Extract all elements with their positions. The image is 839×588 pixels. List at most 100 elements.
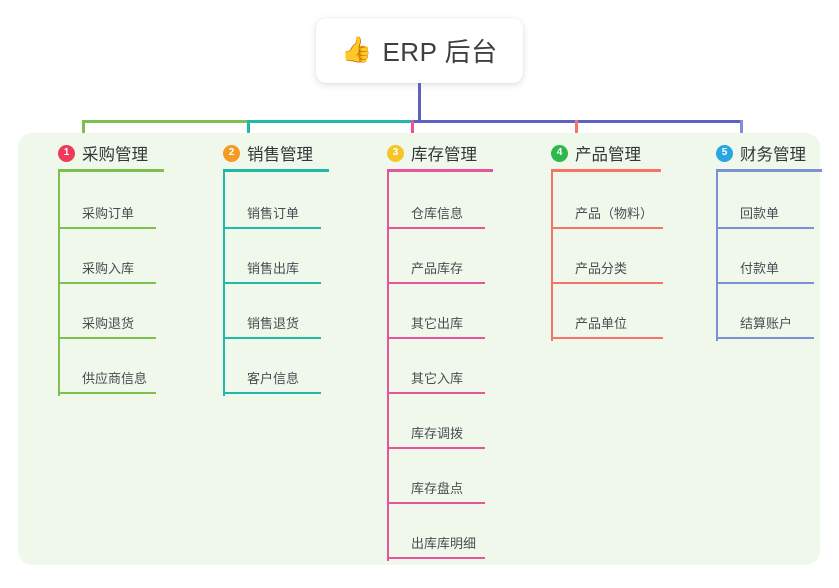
column-spine-4 — [551, 172, 553, 341]
column-spine-1 — [58, 172, 60, 396]
leaf-item-label: 采购订单 — [82, 206, 135, 221]
column-badge-1: 1 — [58, 144, 75, 162]
leaf-item-underline — [223, 337, 321, 339]
leaf-item-label: 销售订单 — [247, 206, 300, 221]
leaf-item-label: 库存调拨 — [411, 426, 464, 441]
leaf-item-underline — [223, 392, 321, 394]
column-underline-5 — [716, 169, 822, 172]
leaf-item[interactable]: 采购退货 — [58, 293, 170, 339]
leaf-item-label: 采购退货 — [82, 316, 135, 331]
leaf-item-label: 产品库存 — [411, 261, 464, 276]
column-badge-4: 4 — [551, 144, 568, 162]
leaf-item[interactable]: 供应商信息 — [58, 348, 170, 394]
leaf-item-underline — [58, 227, 156, 229]
leaf-item-label: 库存盘点 — [411, 481, 464, 496]
column-underline-2 — [223, 169, 329, 172]
leaf-item-label: 出库库明细 — [411, 536, 477, 551]
leaf-item[interactable]: 结算账户 — [716, 293, 828, 339]
root-node[interactable]: 👍 ERP 后台 — [316, 18, 523, 83]
leaf-item-label: 其它出库 — [411, 316, 464, 331]
leaf-item[interactable]: 其它出库 — [387, 293, 499, 339]
leaf-item-label: 回款单 — [740, 206, 780, 221]
bus-segment-middle — [247, 120, 413, 123]
leaf-item[interactable]: 付款单 — [716, 238, 828, 284]
column-header-5[interactable]: 5 财务管理 — [716, 141, 806, 165]
column-title-1: 采购管理 — [82, 146, 148, 164]
leaf-item-underline — [716, 337, 814, 339]
leaf-item-underline — [387, 227, 485, 229]
leaf-item[interactable]: 产品（物料） — [551, 183, 677, 229]
branch-panel: 1 采购管理采购订单采购入库采购退货供应商信息 2 销售管理销售订单销售出库销售退货客… — [18, 133, 822, 565]
leaf-item-underline — [58, 337, 156, 339]
leaf-item-underline — [551, 337, 663, 339]
column-underline-1 — [58, 169, 164, 172]
leaf-item[interactable]: 产品分类 — [551, 238, 677, 284]
drop-stub-4 — [575, 120, 578, 145]
leaf-item-underline — [551, 227, 663, 229]
column-badge-2: 2 — [223, 144, 240, 162]
drop-stub-2 — [247, 120, 250, 145]
leaf-item-label: 产品（物料） — [575, 206, 654, 221]
leaf-item-label: 结算账户 — [740, 316, 793, 331]
leaf-item-underline — [387, 557, 485, 559]
column-header-3[interactable]: 3 库存管理 — [387, 141, 477, 165]
leaf-item-underline — [58, 392, 156, 394]
column-title-5: 财务管理 — [740, 146, 806, 164]
leaf-item[interactable]: 库存调拨 — [387, 403, 499, 449]
leaf-item-label: 销售出库 — [247, 261, 300, 276]
leaf-item[interactable]: 销售出库 — [223, 238, 335, 284]
leaf-item-underline — [223, 227, 321, 229]
leaf-item[interactable]: 采购订单 — [58, 183, 170, 229]
leaf-item-underline — [387, 282, 485, 284]
root-title: ERP 后台 — [382, 37, 498, 67]
leaf-item[interactable]: 库存盘点 — [387, 458, 499, 504]
column-spine-2 — [223, 172, 225, 396]
leaf-item-label: 销售退货 — [247, 316, 300, 331]
column-title-4: 产品管理 — [575, 146, 641, 164]
drop-stub-3 — [411, 120, 414, 145]
leaf-item-label: 仓库信息 — [411, 206, 464, 221]
leaf-item-underline — [387, 337, 485, 339]
leaf-item[interactable]: 其它入库 — [387, 348, 499, 394]
leaf-item-label: 客户信息 — [247, 371, 300, 386]
leaf-item-underline — [387, 502, 485, 504]
column-title-3: 库存管理 — [411, 146, 477, 164]
leaf-item[interactable]: 采购入库 — [58, 238, 170, 284]
leaf-item-label: 产品分类 — [575, 261, 628, 276]
leaf-item[interactable]: 销售订单 — [223, 183, 335, 229]
drop-stub-5 — [740, 120, 743, 145]
column-title-2: 销售管理 — [247, 146, 313, 164]
leaf-item-underline — [387, 447, 485, 449]
leaf-item[interactable]: 出库库明细 — [387, 513, 499, 559]
column-underline-4 — [551, 169, 661, 172]
leaf-item[interactable]: 仓库信息 — [387, 183, 499, 229]
leaf-item-label: 其它入库 — [411, 371, 464, 386]
leaf-item-label: 采购入库 — [82, 261, 135, 276]
column-badge-3: 3 — [387, 144, 404, 162]
leaf-item-underline — [716, 227, 814, 229]
leaf-item-underline — [58, 282, 156, 284]
leaf-item-label: 付款单 — [740, 261, 780, 276]
leaf-item-label: 产品单位 — [575, 316, 628, 331]
leaf-item[interactable]: 产品库存 — [387, 238, 499, 284]
leaf-item[interactable]: 回款单 — [716, 183, 828, 229]
leaf-item-label: 供应商信息 — [82, 371, 148, 386]
drop-stub-1 — [82, 120, 85, 145]
thumbs-up-icon: 👍 — [341, 36, 373, 64]
leaf-item-underline — [551, 282, 663, 284]
column-header-4[interactable]: 4 产品管理 — [551, 141, 641, 165]
leaf-item-underline — [223, 282, 321, 284]
column-badge-5: 5 — [716, 144, 733, 162]
leaf-item[interactable]: 产品单位 — [551, 293, 677, 339]
leaf-item[interactable]: 客户信息 — [223, 348, 335, 394]
column-spine-5 — [716, 172, 718, 341]
leaf-item-underline — [716, 282, 814, 284]
column-header-2[interactable]: 2 销售管理 — [223, 141, 313, 165]
column-spine-3 — [387, 172, 389, 561]
root-stem — [418, 83, 421, 123]
leaf-item-underline — [387, 392, 485, 394]
leaf-item[interactable]: 销售退货 — [223, 293, 335, 339]
bus-segment-left — [82, 120, 249, 123]
column-header-1[interactable]: 1 采购管理 — [58, 141, 148, 165]
